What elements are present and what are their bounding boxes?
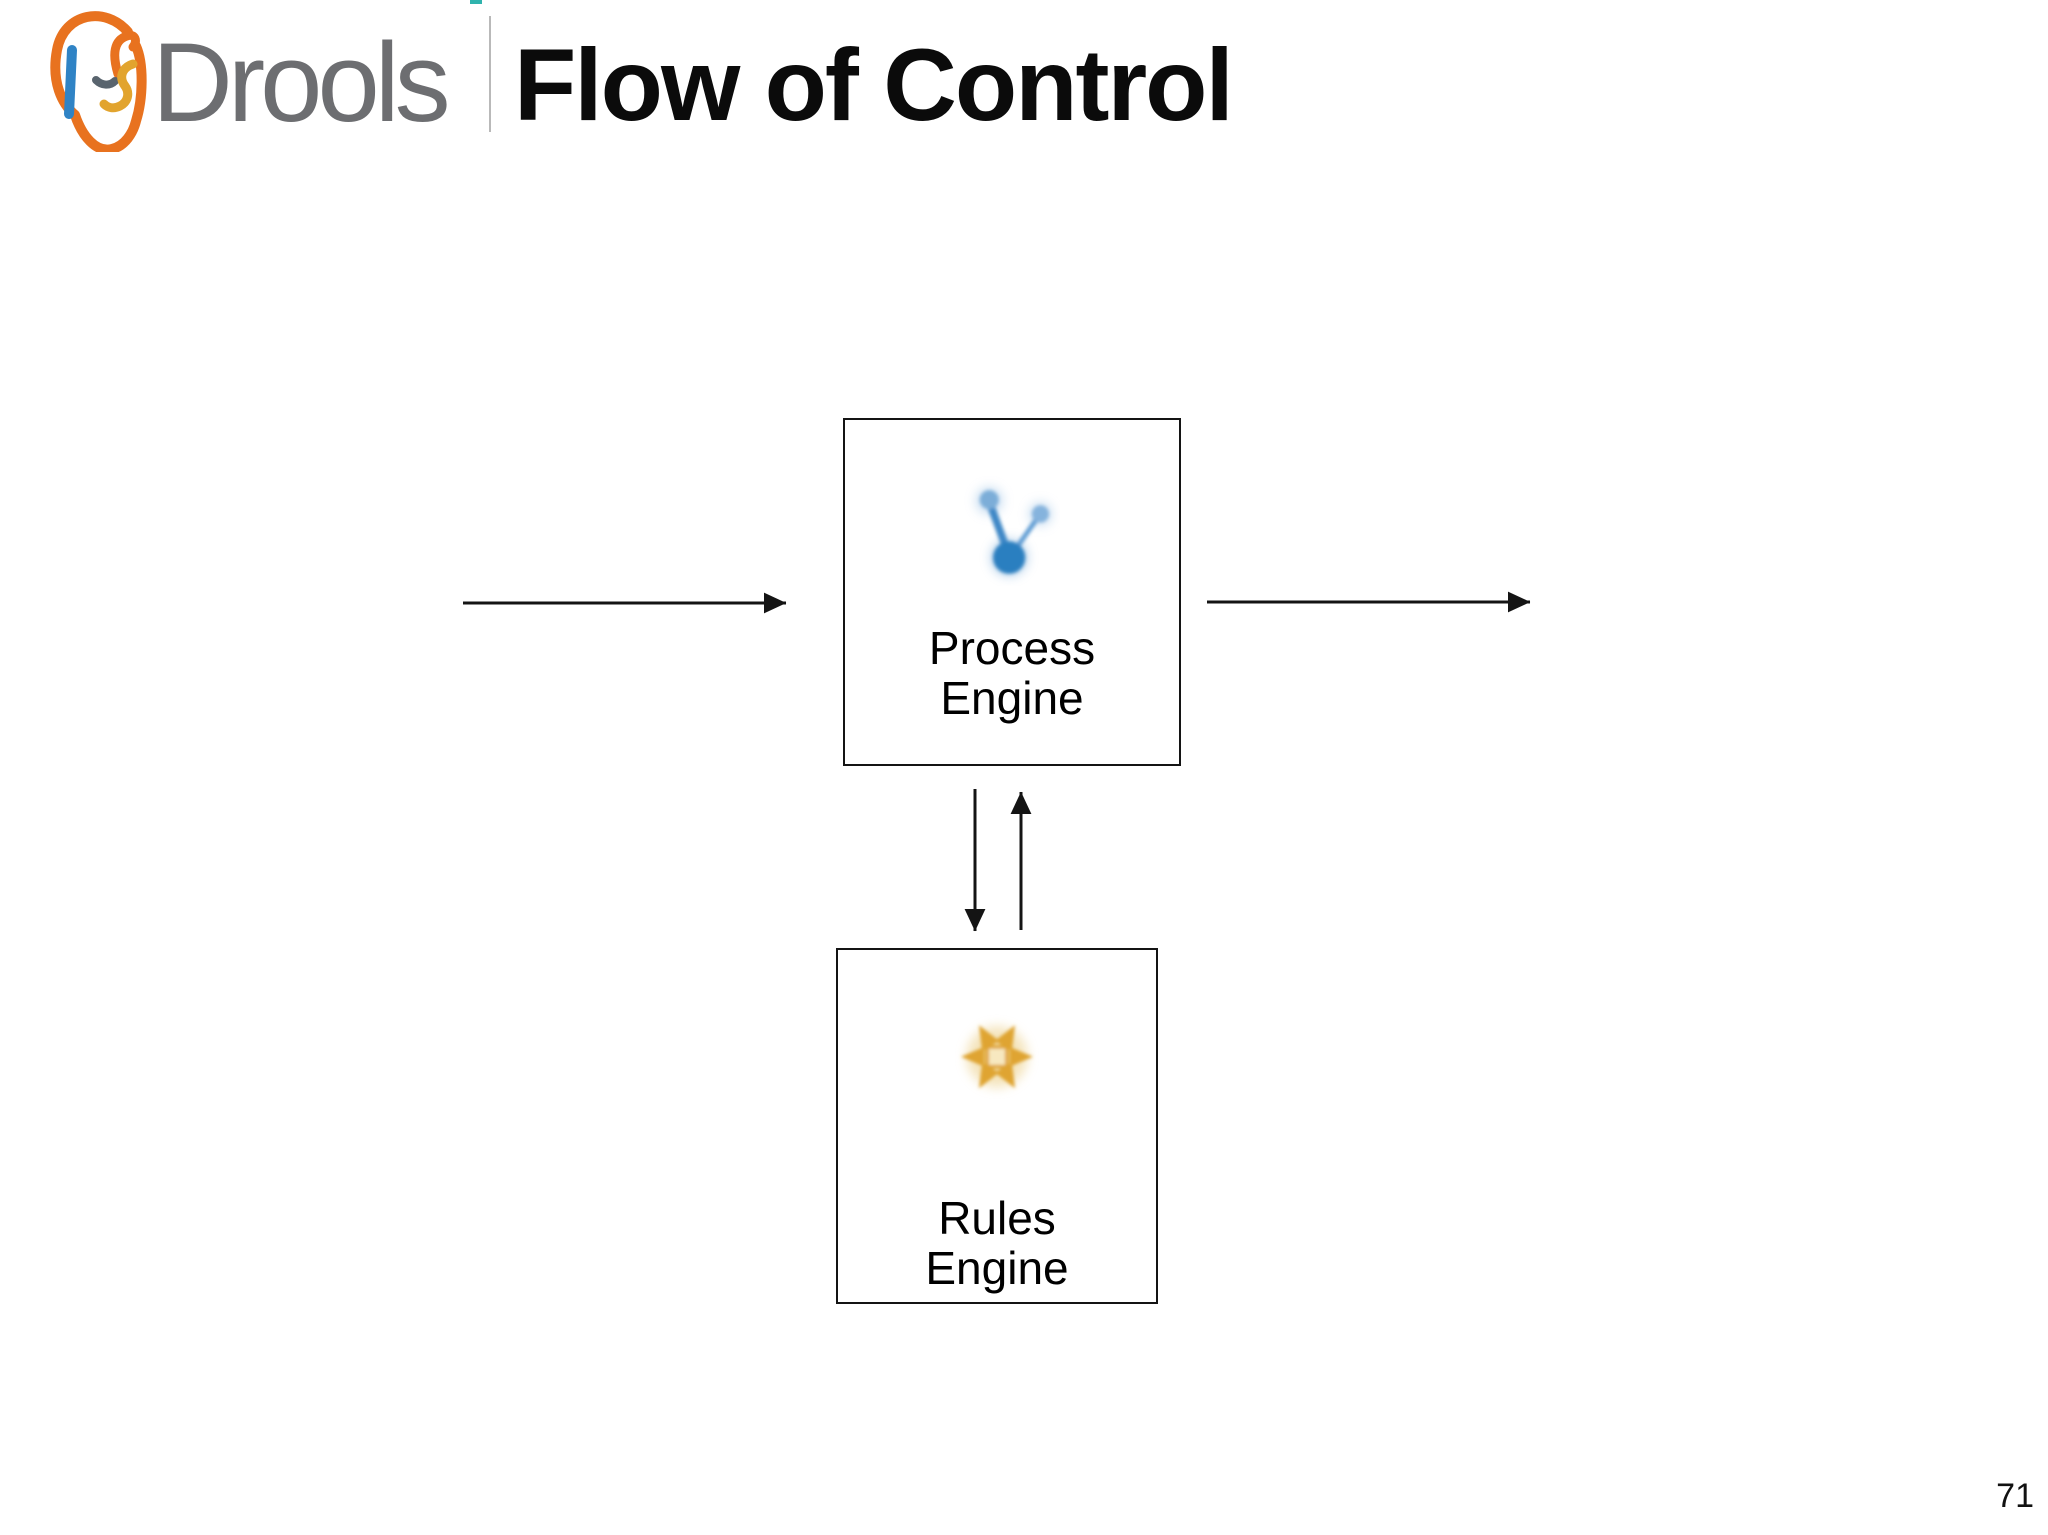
header-separator (489, 16, 491, 132)
brand-name: Drools (152, 20, 451, 145)
head-yellow-stroke (99, 59, 138, 113)
rules-asterisk-icon (961, 1025, 1033, 1089)
drools-head-icon (50, 11, 147, 152)
process-flow-icon (975, 487, 1052, 576)
rules-engine-label: Rules Engine (925, 1191, 1069, 1295)
rules-engine-box: Rules Engine (836, 948, 1158, 1304)
head-ear-curl (110, 30, 140, 79)
render-artifact (470, 0, 482, 4)
process-engine-box: Process Engine (843, 418, 1181, 766)
head-eye (92, 76, 119, 89)
page-title: Flow of Control (514, 28, 1234, 142)
page-number: 71 (1996, 1477, 2034, 1515)
process-engine-label: Process Engine (928, 621, 1096, 725)
head-blue-stroke (64, 45, 77, 119)
head-outline (50, 11, 147, 152)
